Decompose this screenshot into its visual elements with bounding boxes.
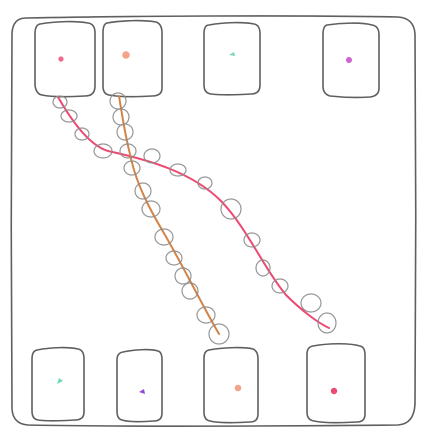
board-frame (11, 16, 416, 426)
bottom-card-3-dot (235, 385, 242, 392)
connection-top-1-to-bottom-4-line (58, 97, 329, 328)
top-card-1-dot (58, 56, 63, 61)
bottom-card-3[interactable] (204, 348, 258, 423)
connection-top-2-to-bottom-3-line (119, 96, 219, 334)
connection-top-2-to-bottom-3 (110, 93, 229, 344)
top-card-3-dot (229, 52, 235, 56)
bottom-card-2[interactable] (117, 350, 162, 422)
top-card-3[interactable] (204, 23, 260, 95)
top-card-2-dot (122, 51, 130, 59)
bottom-card-1-dot (57, 378, 63, 384)
top-card-4-dot (346, 57, 352, 63)
bottom-card-4-dot (331, 388, 337, 394)
top-card-2[interactable] (103, 21, 162, 97)
bottom-card-2-dot (139, 389, 145, 394)
top-card-4[interactable] (323, 23, 379, 97)
bottom-card-4[interactable] (307, 344, 365, 423)
top-card-1[interactable] (35, 22, 95, 97)
bottom-card-1[interactable] (32, 348, 84, 421)
